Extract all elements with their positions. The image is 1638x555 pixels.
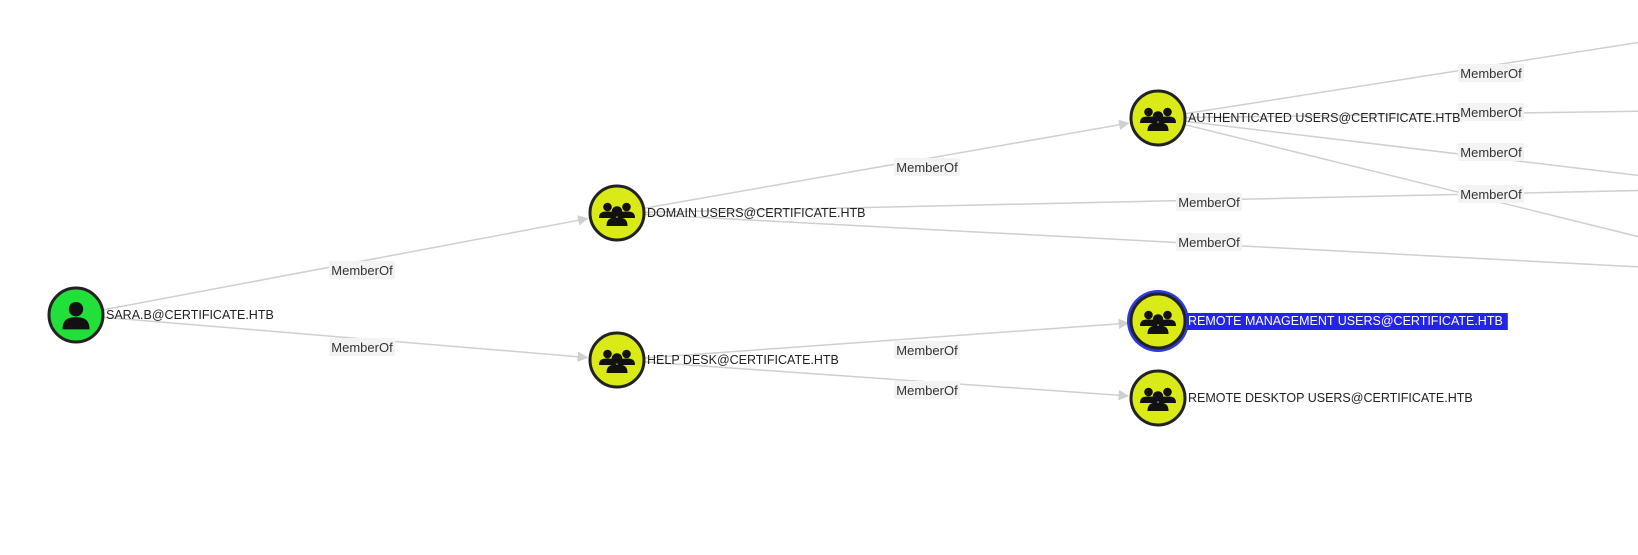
edge-label-background xyxy=(894,341,960,359)
node-label[interactable]: SARA.B@CERTIFICATE.HTB xyxy=(106,308,274,322)
edge-sara-help_desk[interactable] xyxy=(102,316,589,362)
edge-label-text: MemberOf xyxy=(1460,105,1522,120)
edge-auth_users-offscreen_3[interactable] xyxy=(1184,39,1638,115)
edges-layer xyxy=(102,39,1638,401)
edge-label-auth_users-offscreen_3[interactable]: MemberOf xyxy=(1458,64,1524,82)
edge-label-background xyxy=(1176,233,1242,251)
edge-label-background xyxy=(1176,193,1242,211)
edge-label-text: MemberOf xyxy=(1178,235,1240,250)
edge-label-background xyxy=(1458,143,1524,161)
edge-label-text: MemberOf xyxy=(1460,145,1522,160)
edge-auth_users-offscreen_5[interactable] xyxy=(1184,120,1638,178)
edge-label-sara-domain_users[interactable]: MemberOf xyxy=(329,261,395,279)
edge-label-text: MemberOf xyxy=(896,160,958,175)
node-sara[interactable]: SARA.B@CERTIFICATE.HTB xyxy=(47,286,274,344)
edge-label-text: MemberOf xyxy=(331,340,393,355)
node-help-desk[interactable]: HELP DESK@CERTIFICATE.HTB xyxy=(588,331,839,389)
edge-label-domain_users-auth_users[interactable]: MemberOf xyxy=(894,158,960,176)
edge-auth_users-offscreen_6[interactable] xyxy=(1184,123,1638,242)
edge-label-text: MemberOf xyxy=(331,263,393,278)
edge-label-sara-help_desk[interactable]: MemberOf xyxy=(329,338,395,356)
node-label[interactable]: HELP DESK@CERTIFICATE.HTB xyxy=(647,353,839,367)
edge-help_desk-remote_desktop[interactable] xyxy=(643,361,1130,401)
node-label[interactable]: AUTHENTICATED USERS@CERTIFICATE.HTB xyxy=(1188,111,1460,125)
edge-label-help_desk-remote_mgmt[interactable]: MemberOf xyxy=(894,341,960,359)
edge-label-background xyxy=(329,338,395,356)
edge-label-text: MemberOf xyxy=(1178,195,1240,210)
edge-label-text: MemberOf xyxy=(896,343,958,358)
node-domain-users[interactable]: DOMAIN USERS@CERTIFICATE.HTB xyxy=(588,184,866,242)
edge-domain_users-offscreen_2[interactable] xyxy=(643,213,1638,268)
edge-label-auth_users-offscreen_6[interactable]: MemberOf xyxy=(1458,185,1524,203)
edge-label-background xyxy=(894,381,960,399)
edge-label-background xyxy=(894,158,960,176)
selected-label-background xyxy=(1187,313,1508,330)
edge-label-background xyxy=(329,261,395,279)
edge-label-text: MemberOf xyxy=(1460,66,1522,81)
node-label[interactable]: REMOTE DESKTOP USERS@CERTIFICATE.HTB xyxy=(1188,391,1473,405)
edge-label-help_desk-remote_desktop[interactable]: MemberOf xyxy=(894,381,960,399)
edge-label-auth_users-offscreen_4[interactable]: MemberOf xyxy=(1458,103,1524,121)
edge-label-text: MemberOf xyxy=(896,383,958,398)
node-remote-desktop[interactable]: REMOTE DESKTOP USERS@CERTIFICATE.HTB xyxy=(1129,369,1473,427)
edge-label-background xyxy=(1458,64,1524,82)
edge-label-auth_users-offscreen_5[interactable]: MemberOf xyxy=(1458,143,1524,161)
edge-labels-layer: MemberOfMemberOfMemberOfMemberOfMemberOf… xyxy=(329,64,1524,399)
node-label[interactable]: DOMAIN USERS@CERTIFICATE.HTB xyxy=(647,206,866,220)
edge-label-domain_users-offscreen_2[interactable]: MemberOf xyxy=(1176,233,1242,251)
edge-label-background xyxy=(1458,185,1524,203)
edge-help_desk-remote_mgmt[interactable] xyxy=(643,318,1130,359)
edge-domain_users-auth_users[interactable] xyxy=(643,119,1130,210)
nodes-layer: SARA.B@CERTIFICATE.HTB DOMAIN USERS@CERTI… xyxy=(47,89,1508,427)
node-remote-mgmt[interactable]: REMOTE MANAGEMENT USERS@CERTIFICATE.HTB xyxy=(1127,290,1508,352)
node-label[interactable]: REMOTE MANAGEMENT USERS@CERTIFICATE.HTB xyxy=(1188,314,1503,328)
edge-auth_users-offscreen_4[interactable] xyxy=(1184,110,1638,119)
edge-label-text: MemberOf xyxy=(1460,187,1522,202)
node-auth-users[interactable]: AUTHENTICATED USERS@CERTIFICATE.HTB xyxy=(1129,89,1460,147)
edge-label-background xyxy=(1458,103,1524,121)
edge-label-domain_users-offscreen_1[interactable]: MemberOf xyxy=(1176,193,1242,211)
